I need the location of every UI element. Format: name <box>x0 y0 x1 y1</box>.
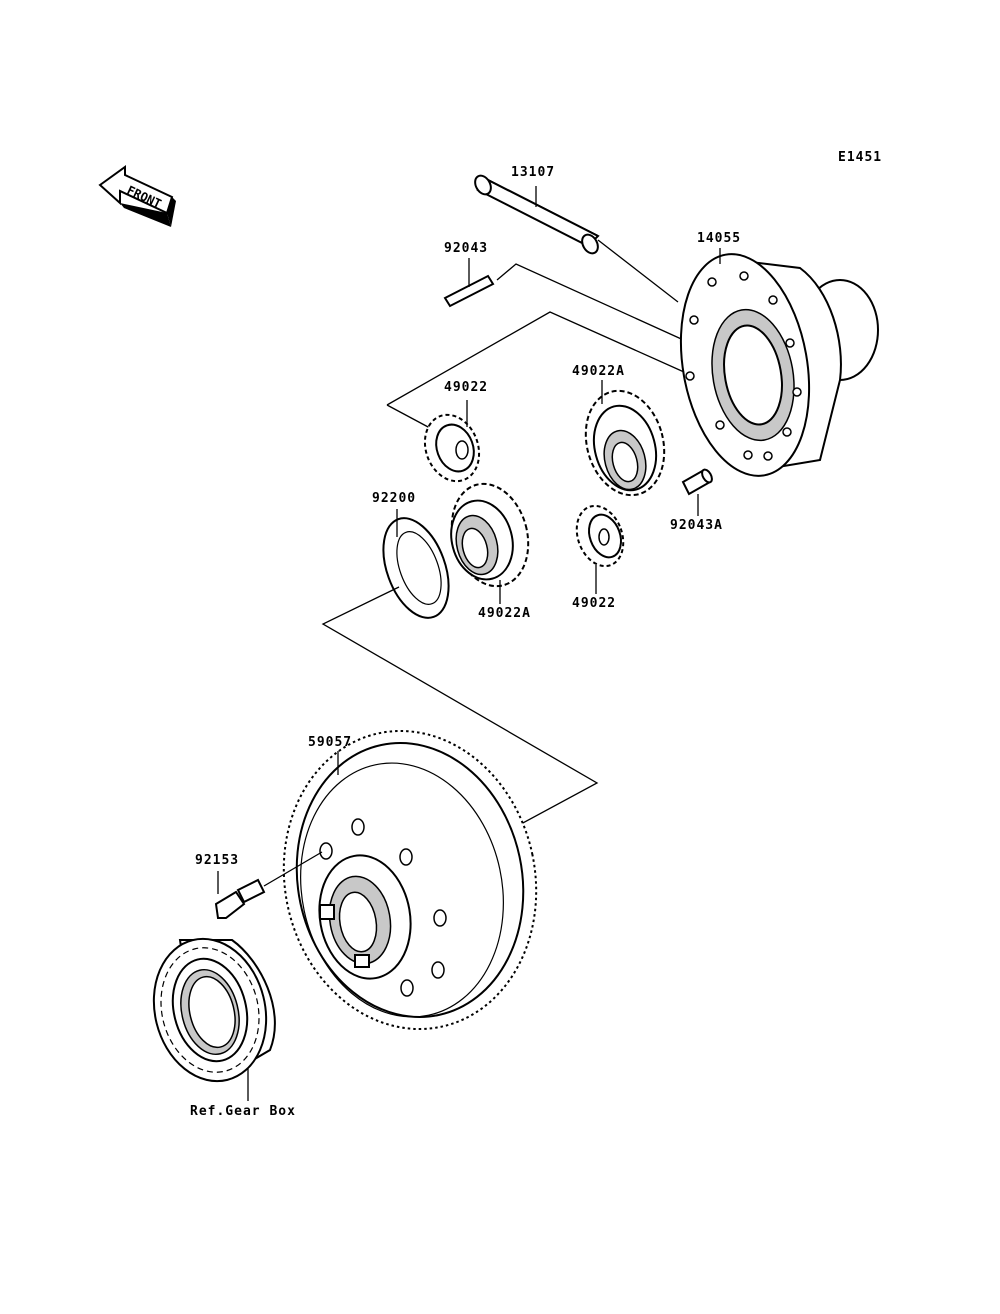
pin-92043A <box>681 468 713 496</box>
bearing-ref-gear-box <box>152 937 276 1083</box>
part-label-13107: 13107 <box>511 165 556 180</box>
side-gear-49022A-lower <box>450 482 530 588</box>
front-arrow-icon: FRONT <box>98 165 176 227</box>
pin-92043 <box>443 274 495 308</box>
part-label-49022A-upper: 49022A <box>572 364 625 379</box>
bolt-92153 <box>214 851 323 919</box>
part-label-92043A: 92043A <box>670 518 723 533</box>
washer-92200 <box>382 517 450 619</box>
part-label-92043: 92043 <box>444 241 489 256</box>
part-label-92200: 92200 <box>372 491 417 506</box>
differential-case-14055 <box>679 253 879 477</box>
pinion-gear-49022-lower <box>575 504 625 568</box>
pinion-gear-49022-upper <box>423 413 481 483</box>
ring-gear-59057 <box>282 729 538 1031</box>
part-label-49022-upper: 49022 <box>444 380 489 395</box>
part-label-59057: 59057 <box>308 735 353 750</box>
ref-code-label: E1451 <box>838 150 883 165</box>
part-label-49022A-lower: 49022A <box>478 606 531 621</box>
part-label-ref-gear-box: Ref.Gear Box <box>190 1104 296 1119</box>
part-label-49022-lower: 49022 <box>572 596 617 611</box>
part-label-14055: 14055 <box>697 231 742 246</box>
part-label-92153: 92153 <box>195 853 240 868</box>
side-gear-49022A-upper <box>584 389 666 497</box>
shaft-13107 <box>474 174 600 255</box>
